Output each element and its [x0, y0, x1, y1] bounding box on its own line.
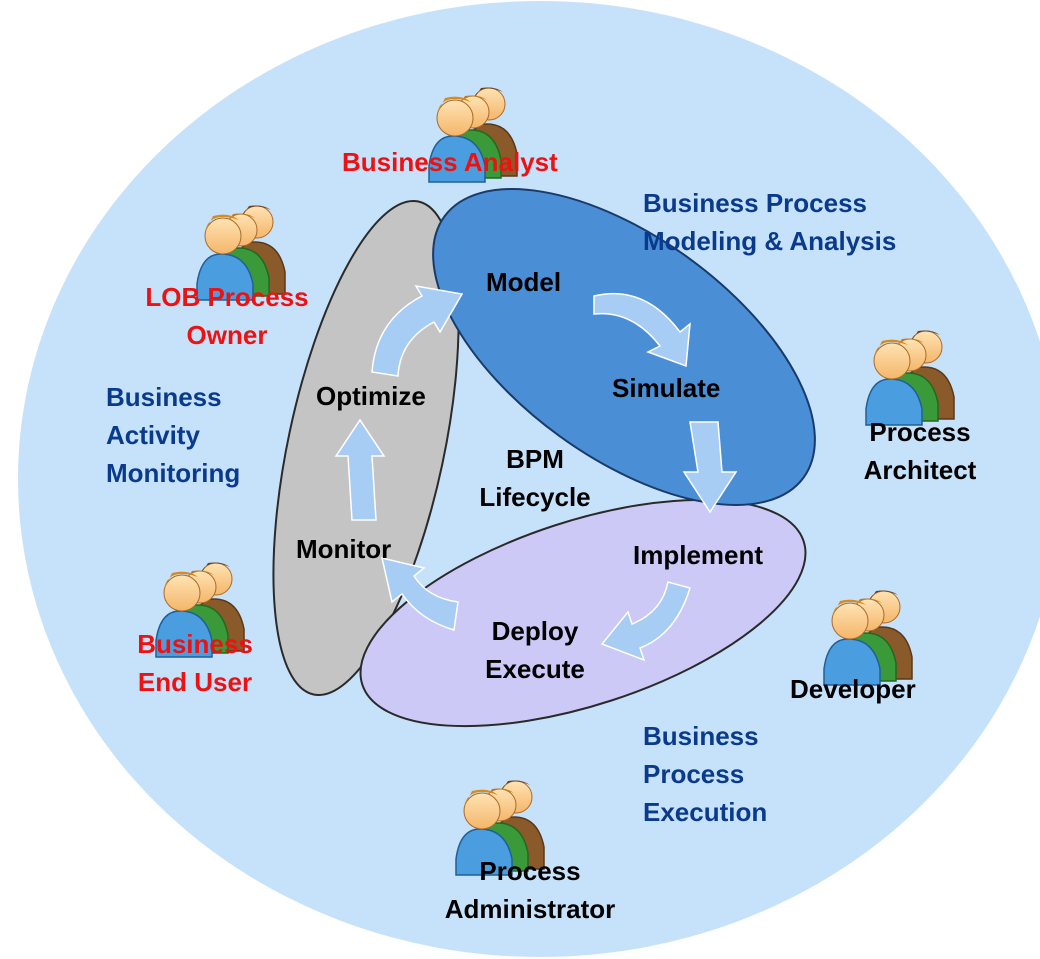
role-process-administrator-line1: Process	[479, 856, 581, 886]
stage-model: Model	[486, 263, 561, 301]
role-business-end-user-line1: Business	[137, 629, 253, 659]
stage-optimize: Optimize	[316, 377, 426, 415]
role-business-analyst-label: Business Analyst	[342, 147, 558, 177]
role-developer-label: Developer	[790, 674, 916, 704]
stage-implement-label: Implement	[633, 540, 764, 570]
area-modeling-line2: Modeling & Analysis	[643, 226, 897, 256]
area-modeling-line1: Business Process	[643, 188, 868, 218]
stage-implement: Implement	[633, 536, 763, 574]
stage-execute-label: Execute	[485, 654, 585, 684]
stage-monitor: Monitor	[296, 530, 391, 568]
role-process-administrator: Process Administrator	[420, 852, 640, 928]
arrow-deploy-to-monitor	[381, 556, 459, 631]
role-lob-process-owner-line1: LOB Process	[145, 282, 309, 312]
role-lob-process-owner-line2: Owner	[186, 320, 268, 350]
background-circle	[18, 1, 1040, 957]
area-execution-line1: Business	[643, 721, 759, 751]
center-label-line1: BPM	[506, 444, 564, 474]
area-monitoring-line1: Business	[106, 382, 222, 412]
role-developer: Developer	[790, 670, 916, 708]
center-label-line2: Lifecycle	[479, 482, 591, 512]
center-bpm-lifecycle: BPM Lifecycle	[460, 440, 610, 516]
area-monitoring-line2: Activity	[106, 420, 200, 450]
arrow-optimize-to-model	[371, 284, 464, 377]
arrow-implement-to-deploy	[600, 581, 691, 662]
area-modeling-analysis: Business Process Modeling & Analysis	[643, 184, 896, 260]
role-lob-process-owner: LOB Process Owner	[112, 278, 342, 354]
arrow-model-to-simulate	[593, 292, 691, 368]
execution-ellipse	[359, 498, 807, 728]
area-execution-line2: Process	[643, 759, 745, 789]
area-execution-line3: Execution	[643, 797, 768, 827]
role-process-architect-line1: Process	[869, 417, 971, 447]
stage-optimize-label: Optimize	[316, 381, 426, 411]
modeling-ellipse	[432, 188, 816, 506]
flow-arrows	[334, 284, 738, 662]
area-activity-monitoring: Business Activity Monitoring	[106, 378, 240, 492]
role-process-architect-line2: Architect	[863, 455, 977, 485]
role-business-end-user-line2: End User	[137, 667, 253, 697]
area-process-execution: Business Process Execution	[643, 717, 767, 831]
role-business-analyst: Business Analyst	[342, 143, 558, 181]
arrow-monitor-to-optimize	[334, 418, 386, 521]
stage-deploy-execute: Deploy Execute	[460, 612, 610, 688]
area-monitoring-line3: Monitoring	[106, 458, 241, 488]
role-process-administrator-line2: Administrator	[444, 894, 616, 924]
role-business-end-user: Business End User	[110, 625, 280, 701]
stage-deploy-label: Deploy	[491, 616, 579, 646]
stage-simulate-label: Simulate	[612, 373, 721, 403]
stage-simulate: Simulate	[612, 369, 720, 407]
role-process-architect: Process Architect	[835, 413, 1005, 489]
stage-model-label: Model	[486, 267, 562, 297]
arrow-simulate-to-implement	[682, 421, 738, 514]
stage-monitor-label: Monitor	[296, 534, 392, 564]
